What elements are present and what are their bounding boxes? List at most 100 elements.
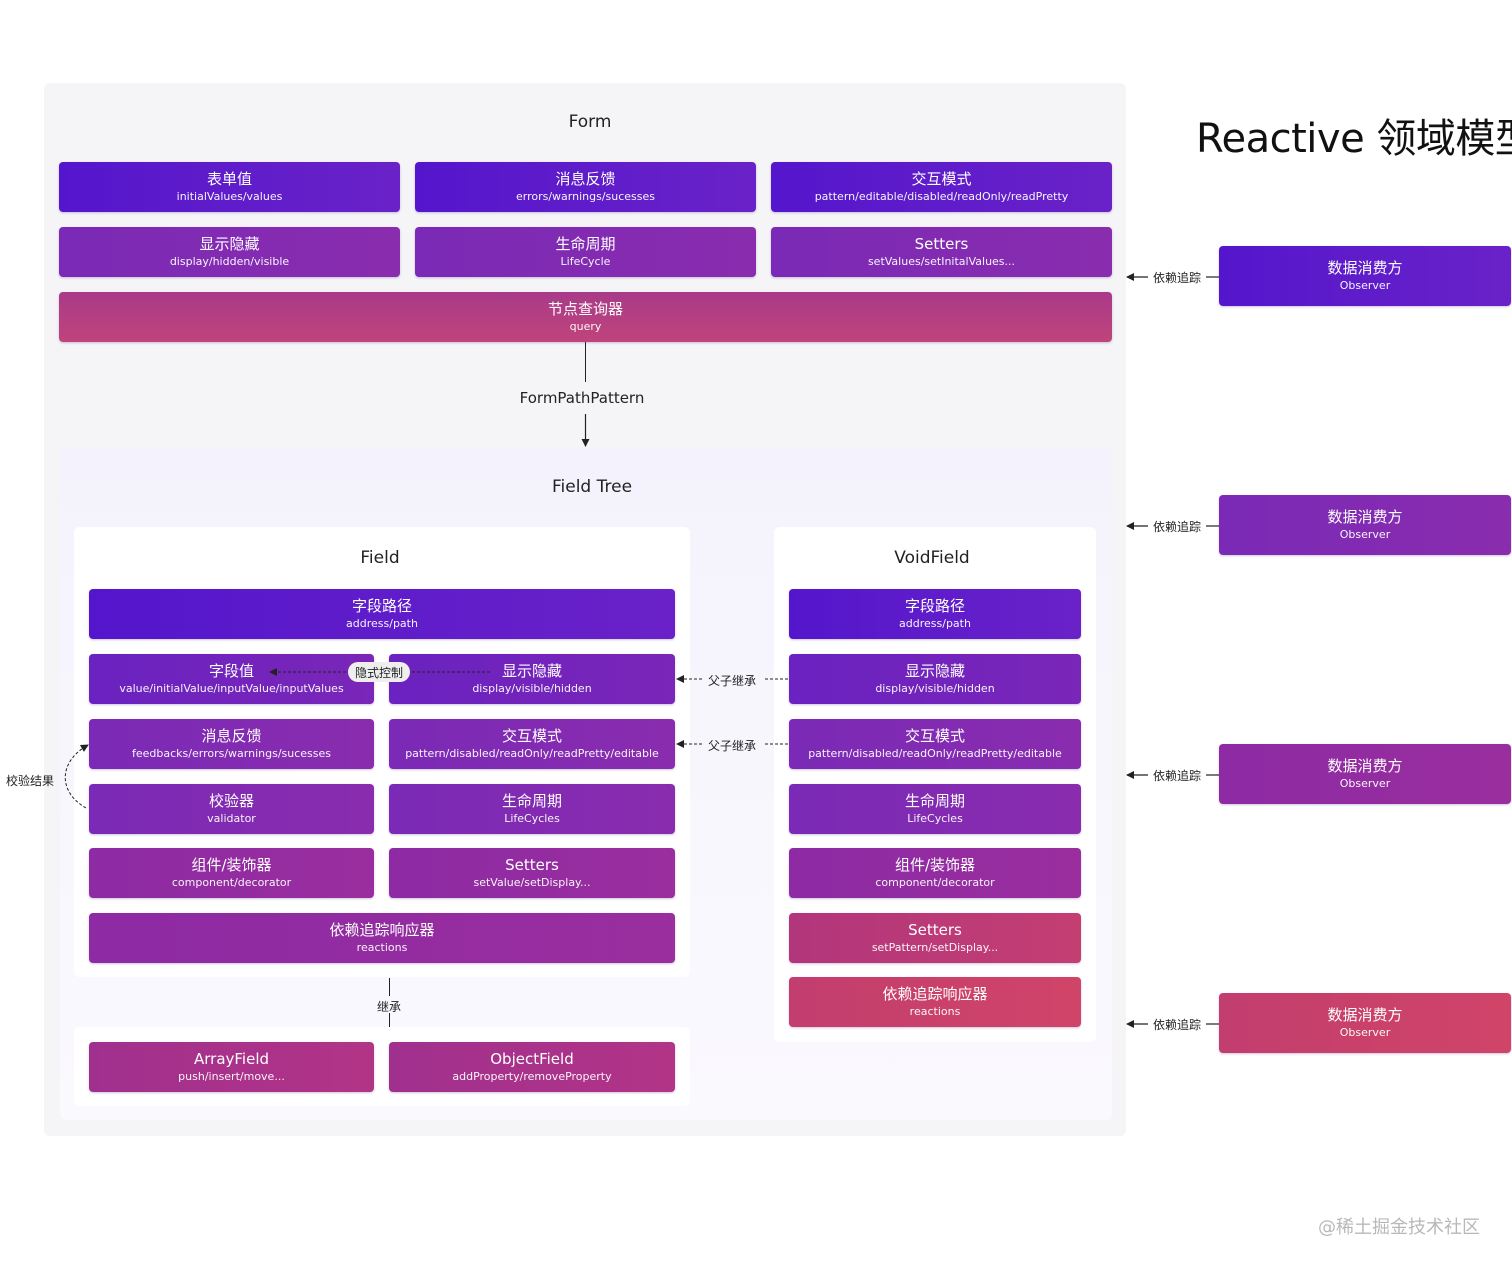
box-title: 生命周期 bbox=[555, 235, 616, 253]
box-sub: Observer bbox=[1339, 279, 1391, 292]
box-sub: component/decorator bbox=[171, 876, 292, 889]
box-title: 字段值 bbox=[208, 662, 254, 680]
box-title: 显示隐藏 bbox=[501, 662, 562, 680]
field-feedback-box: 消息反馈 feedbacks/errors/warnings/sucesses bbox=[89, 719, 374, 769]
implicit-control-label: 隐式控制 bbox=[348, 662, 410, 682]
void-component-box: 组件/装饰器 component/decorator bbox=[789, 848, 1081, 898]
path-connector-top bbox=[585, 342, 586, 382]
page-title: Reactive 领域模型 bbox=[1196, 116, 1512, 162]
void-setters-box: Setters setPattern/setDisplay... bbox=[789, 913, 1081, 963]
objectfield-box: ObjectField addProperty/removeProperty bbox=[389, 1042, 675, 1092]
box-sub: errors/warnings/sucesses bbox=[515, 190, 656, 203]
parent-inherit-label-1: 父子继承 bbox=[708, 674, 757, 688]
box-title: 表单值 bbox=[206, 170, 252, 188]
dep-track-label-2: 依赖追踪 bbox=[1153, 520, 1202, 534]
box-title: 交互模式 bbox=[911, 170, 972, 188]
void-display-box: 显示隐藏 display/visible/hidden bbox=[789, 654, 1081, 704]
box-sub: setValue/setDisplay... bbox=[473, 876, 591, 889]
box-sub: validator bbox=[207, 812, 256, 825]
watermark: @稀土掘金技术社区 bbox=[1318, 1217, 1480, 1238]
box-sub: setValues/setInitalValues... bbox=[867, 255, 1016, 268]
box-title: Setters bbox=[914, 235, 969, 253]
box-title: ArrayField bbox=[193, 1050, 270, 1068]
box-title: 字段路径 bbox=[904, 597, 965, 615]
field-lifecycle-box: 生命周期 LifeCycles bbox=[389, 784, 675, 834]
box-title: 校验器 bbox=[208, 792, 254, 810]
observer-box-4: 数据消费方 Observer bbox=[1219, 993, 1511, 1053]
box-title: Setters bbox=[908, 921, 962, 939]
box-sub: Observer bbox=[1339, 1026, 1391, 1039]
form-display-box: 显示隐藏 display/hidden/visible bbox=[59, 227, 400, 277]
box-title: 生命周期 bbox=[904, 792, 965, 810]
box-title: 依赖追踪响应器 bbox=[329, 921, 435, 939]
box-title: 交互模式 bbox=[501, 727, 562, 745]
box-sub: pattern/editable/disabled/readOnly/readP… bbox=[814, 190, 1069, 203]
box-sub: component/decorator bbox=[875, 876, 995, 889]
void-reactions-box: 依赖追踪响应器 reactions bbox=[789, 977, 1081, 1027]
box-sub: setPattern/setDisplay... bbox=[871, 941, 999, 954]
form-values-box: 表单值 initialValues/values bbox=[59, 162, 400, 212]
observer-box-1: 数据消费方 Observer bbox=[1219, 246, 1511, 306]
validate-result-arrow bbox=[64, 744, 89, 809]
field-path-box: 字段路径 address/path bbox=[89, 589, 675, 639]
field-tree-heading: Field Tree bbox=[551, 477, 633, 497]
box-title: 显示隐藏 bbox=[904, 662, 965, 680]
field-value-box: 字段值 value/initialValue/inputValue/inputV… bbox=[89, 654, 374, 704]
form-feedback-box: 消息反馈 errors/warnings/sucesses bbox=[415, 162, 756, 212]
box-sub: query bbox=[569, 320, 602, 333]
form-heading: Form bbox=[568, 112, 612, 132]
box-title: ObjectField bbox=[490, 1050, 574, 1068]
field-heading: Field bbox=[360, 548, 400, 568]
box-sub: Observer bbox=[1339, 528, 1391, 541]
dep-track-label-1: 依赖追踪 bbox=[1153, 271, 1202, 285]
validate-result-label: 校验结果 bbox=[6, 774, 55, 788]
box-sub: display/visible/hidden bbox=[875, 682, 995, 695]
formpathpattern-label: FormPathPattern bbox=[519, 389, 645, 407]
box-sub: display/hidden/visible bbox=[169, 255, 290, 268]
box-sub: push/insert/move... bbox=[178, 1070, 285, 1083]
box-sub: reactions bbox=[356, 941, 408, 954]
box-sub: reactions bbox=[909, 1005, 961, 1018]
box-sub: pattern/disabled/readOnly/readPretty/edi… bbox=[405, 747, 659, 760]
form-pattern-box: 交互模式 pattern/editable/disabled/readOnly/… bbox=[771, 162, 1112, 212]
box-sub: Observer bbox=[1339, 777, 1391, 790]
box-title: 消息反馈 bbox=[201, 727, 262, 745]
voidfield-heading: VoidField bbox=[894, 548, 970, 568]
inherit-connector-top bbox=[389, 978, 390, 996]
box-title: 数据消费方 bbox=[1327, 508, 1403, 526]
form-query-box: 节点查询器 query bbox=[59, 292, 1112, 342]
box-title: 生命周期 bbox=[501, 792, 562, 810]
dep-track-label-4: 依赖追踪 bbox=[1153, 1018, 1202, 1032]
field-pattern-box: 交互模式 pattern/disabled/readOnly/readPrett… bbox=[389, 719, 675, 769]
dep-track-label-3: 依赖追踪 bbox=[1153, 769, 1202, 783]
parent-inherit-label-2: 父子继承 bbox=[708, 739, 757, 753]
arrayfield-box: ArrayField push/insert/move... bbox=[89, 1042, 374, 1092]
box-sub: address/path bbox=[899, 617, 971, 630]
observer-box-3: 数据消费方 Observer bbox=[1219, 744, 1511, 804]
field-component-box: 组件/装饰器 component/decorator bbox=[89, 848, 374, 898]
field-reactions-box: 依赖追踪响应器 reactions bbox=[89, 913, 675, 963]
box-title: 组件/装饰器 bbox=[894, 856, 976, 874]
box-sub: addProperty/removeProperty bbox=[452, 1070, 612, 1083]
box-title: 消息反馈 bbox=[555, 170, 616, 188]
box-title: 节点查询器 bbox=[547, 300, 623, 318]
box-title: 字段路径 bbox=[351, 597, 412, 615]
box-title: 数据消费方 bbox=[1327, 757, 1403, 775]
box-title: 数据消费方 bbox=[1327, 1006, 1403, 1024]
box-sub: feedbacks/errors/warnings/sucesses bbox=[132, 747, 331, 760]
observer-box-2: 数据消费方 Observer bbox=[1219, 495, 1511, 555]
inherit-connector-bottom bbox=[389, 1013, 390, 1027]
box-title: 依赖追踪响应器 bbox=[882, 985, 988, 1003]
box-title: 数据消费方 bbox=[1327, 259, 1403, 277]
box-sub: LifeCycles bbox=[504, 812, 560, 825]
void-path-box: 字段路径 address/path bbox=[789, 589, 1081, 639]
box-title: 显示隐藏 bbox=[199, 235, 260, 253]
box-title: 组件/装饰器 bbox=[191, 856, 272, 874]
field-display-box: 显示隐藏 display/visible/hidden bbox=[389, 654, 675, 704]
box-sub: LifeCycles bbox=[907, 812, 963, 825]
form-lifecycle-box: 生命周期 LifeCycle bbox=[415, 227, 756, 277]
inherit-label: 继承 bbox=[377, 1000, 402, 1014]
box-sub: address/path bbox=[346, 617, 418, 630]
box-sub: value/initialValue/inputValue/inputValue… bbox=[119, 682, 344, 695]
